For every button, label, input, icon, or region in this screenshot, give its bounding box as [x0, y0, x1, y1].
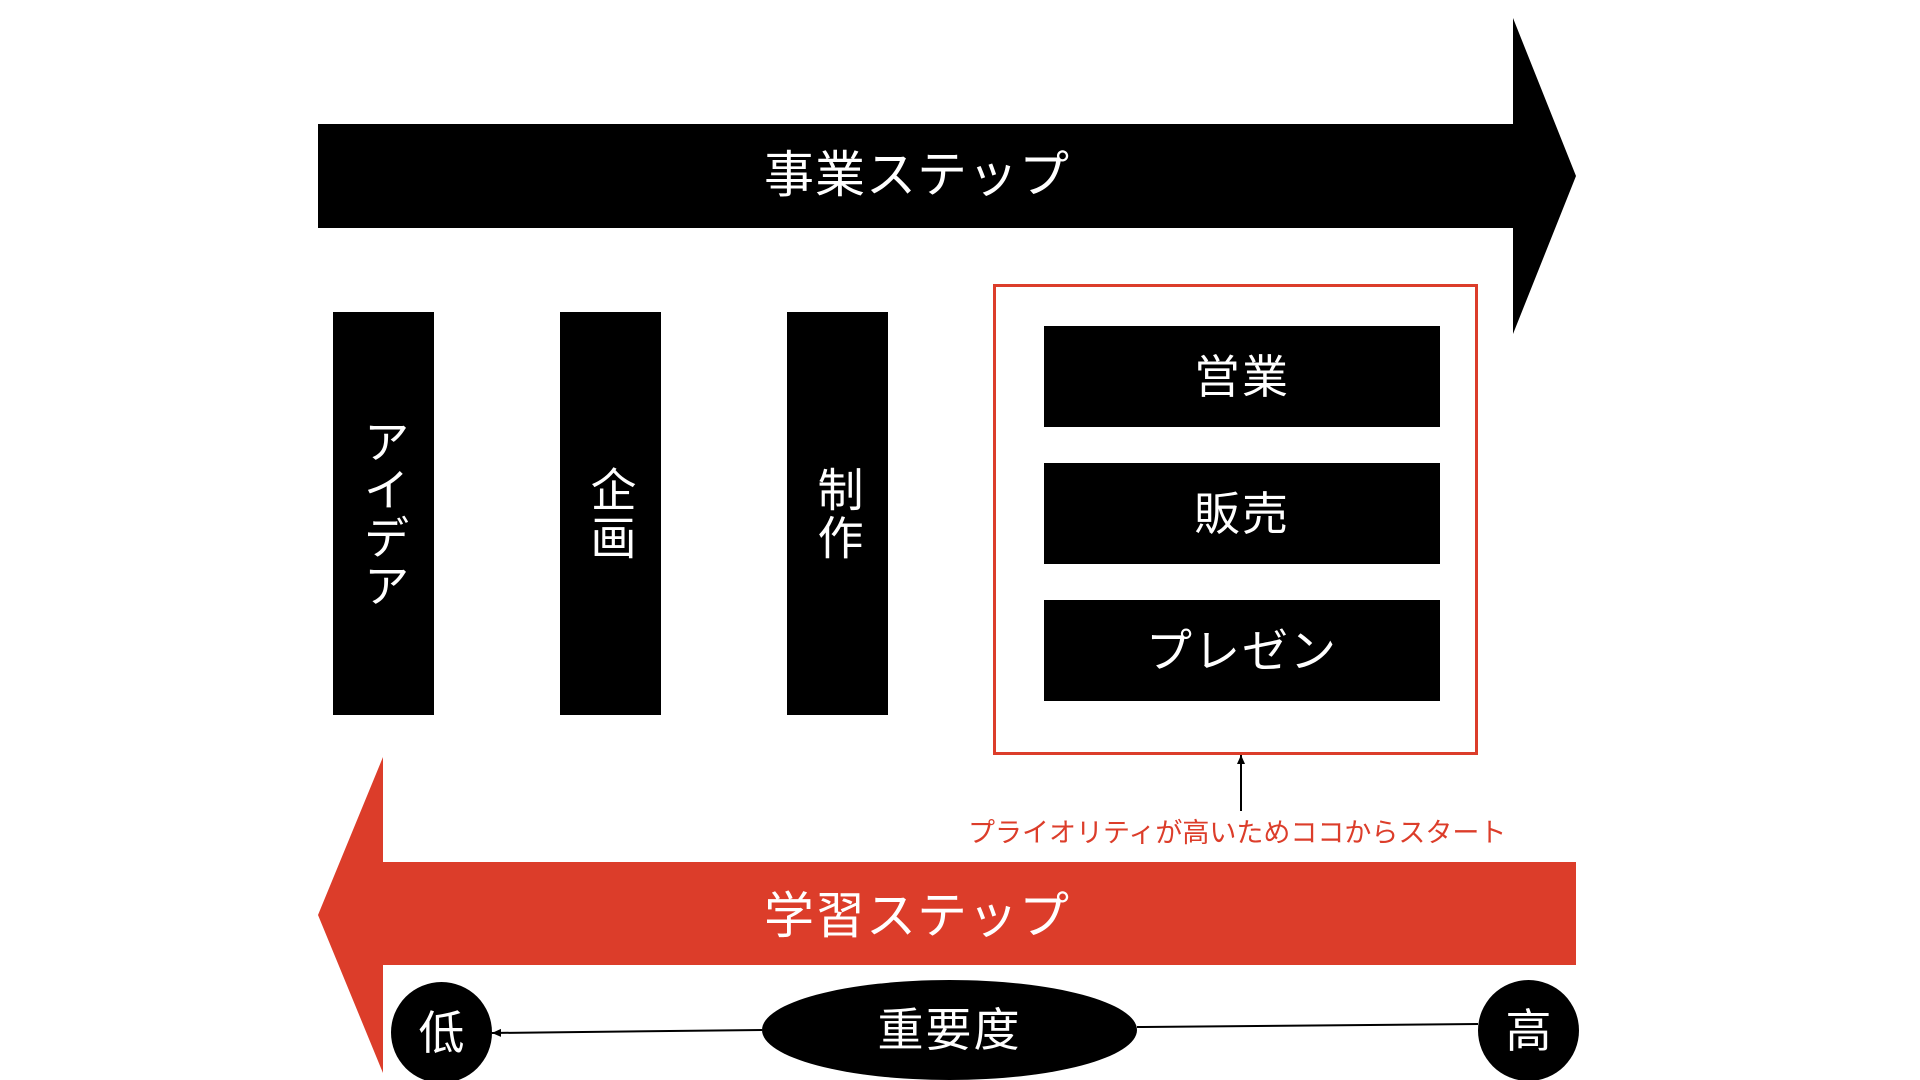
stage-box-production: 制作	[787, 312, 888, 715]
importance-high-circle: 高	[1478, 980, 1579, 1080]
business-steps-arrow	[318, 18, 1576, 334]
importance-low-circle: 低	[391, 982, 492, 1080]
priority-frame	[993, 284, 1478, 755]
stage-label-planning: 企画	[583, 465, 638, 562]
stage-box-idea: アイデア	[333, 312, 434, 715]
importance-line-to-high	[1136, 1023, 1479, 1028]
priority-note: プライオリティが高いためココからスタート	[968, 818, 1507, 849]
learning-steps-label: 学習ステップ	[764, 887, 1070, 945]
importance-center-ellipse: 重要度	[762, 980, 1137, 1080]
learning-steps-arrow	[318, 757, 1576, 1073]
stage-label-production: 制作	[810, 465, 865, 562]
priority-item-selling: 販売	[1044, 463, 1440, 564]
priority-item-presentation: プレゼン	[1044, 600, 1440, 701]
stage-box-planning: 企画	[560, 312, 661, 715]
business-steps-label: 事業ステップ	[764, 146, 1070, 204]
stage-label-idea: アイデア	[356, 417, 411, 610]
importance-line-to-low	[491, 1028, 763, 1037]
priority-item-sales: 営業	[1044, 326, 1440, 427]
